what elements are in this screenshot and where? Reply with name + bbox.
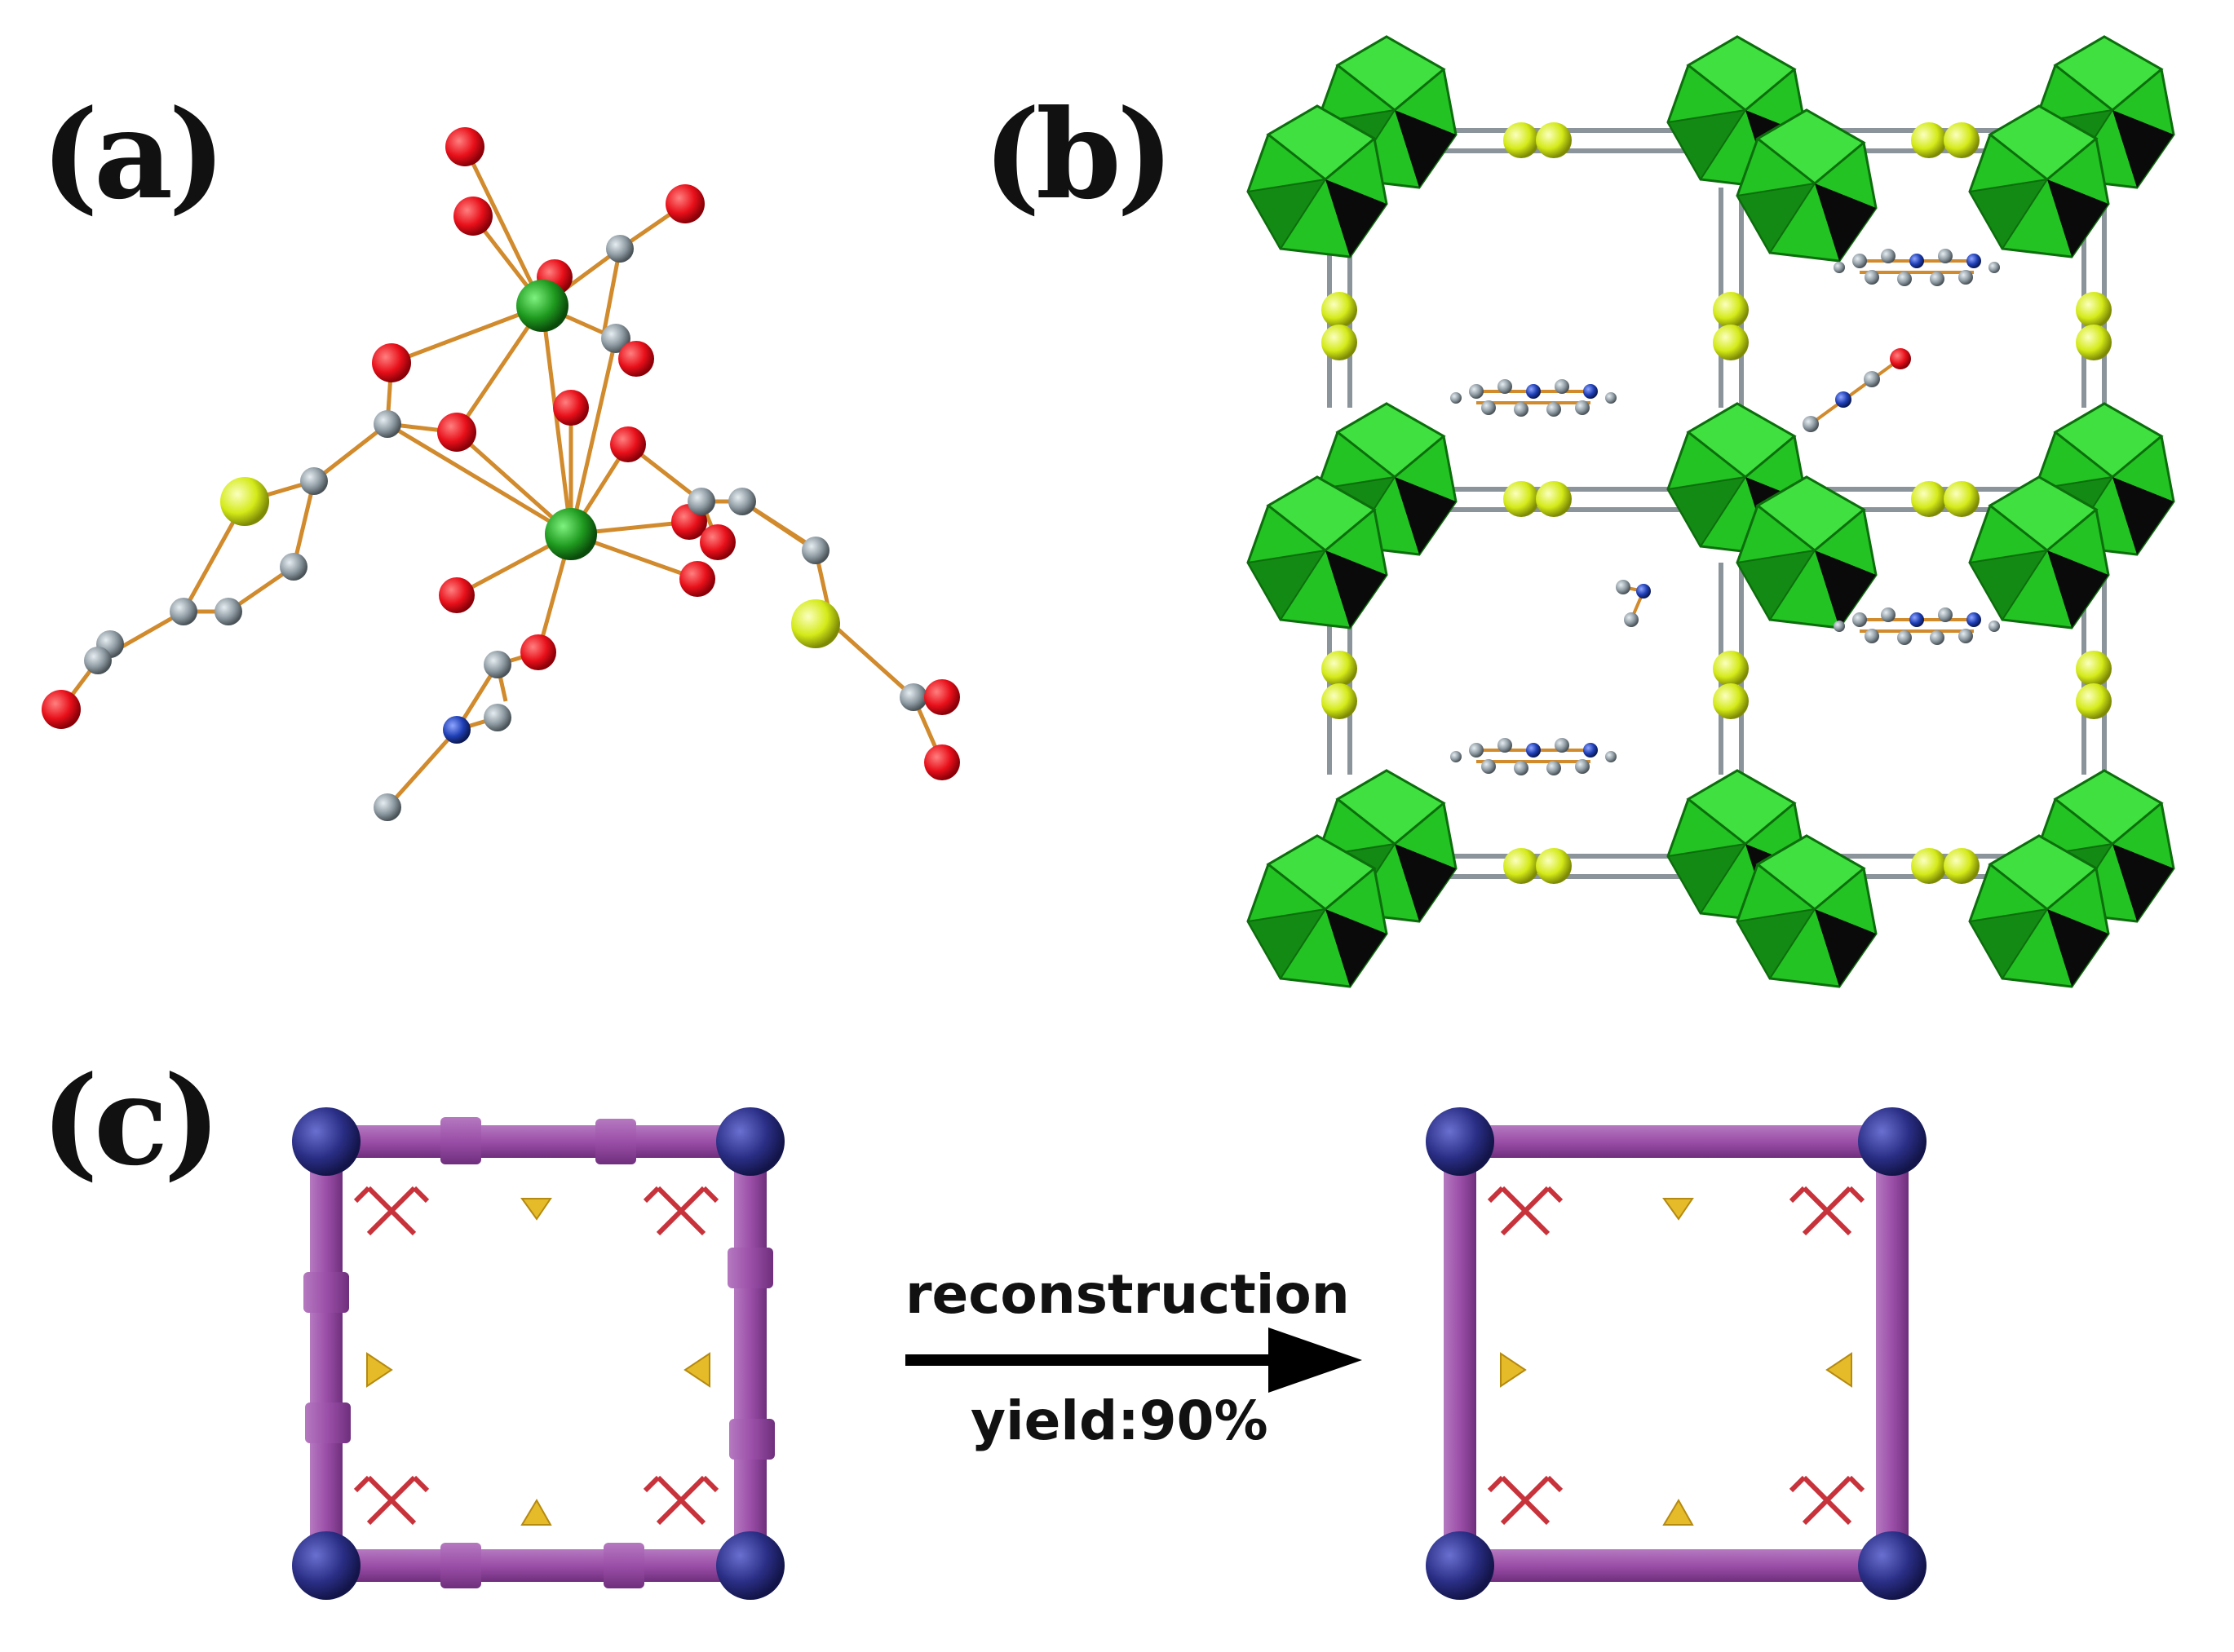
before-square-triangle-markers <box>366 1198 710 1526</box>
reaction-arrow <box>905 1327 1362 1393</box>
panel-a-structure <box>42 127 960 821</box>
before-square-nodes <box>292 1107 785 1600</box>
after-square-hbond-markers <box>1489 1188 1863 1523</box>
panel-c-before-square <box>292 1107 785 1600</box>
yield-label: yield:90% <box>971 1389 1268 1452</box>
panel-a-label: (a) <box>41 83 226 227</box>
panel-b-label: (b) <box>983 83 1175 227</box>
panel-b-thiophene-rings <box>1321 122 2112 884</box>
after-square-nodes <box>1426 1107 1927 1600</box>
panel-b-framework <box>1246 35 2175 988</box>
reaction-label: reconstruction <box>905 1263 1350 1326</box>
panel-c-label: (c) <box>41 1049 221 1193</box>
before-square-bars <box>303 1117 775 1588</box>
panel-b-guest-molecules <box>1449 247 2002 777</box>
panel-c-after-square <box>1426 1107 1927 1600</box>
panel-b-metal-polyhedra <box>1246 35 2175 988</box>
panel-a-atoms <box>42 127 960 821</box>
after-square-triangle-markers <box>1500 1198 1852 1526</box>
before-square-hbond-markers <box>356 1188 717 1523</box>
after-square-bars <box>1444 1125 1909 1582</box>
